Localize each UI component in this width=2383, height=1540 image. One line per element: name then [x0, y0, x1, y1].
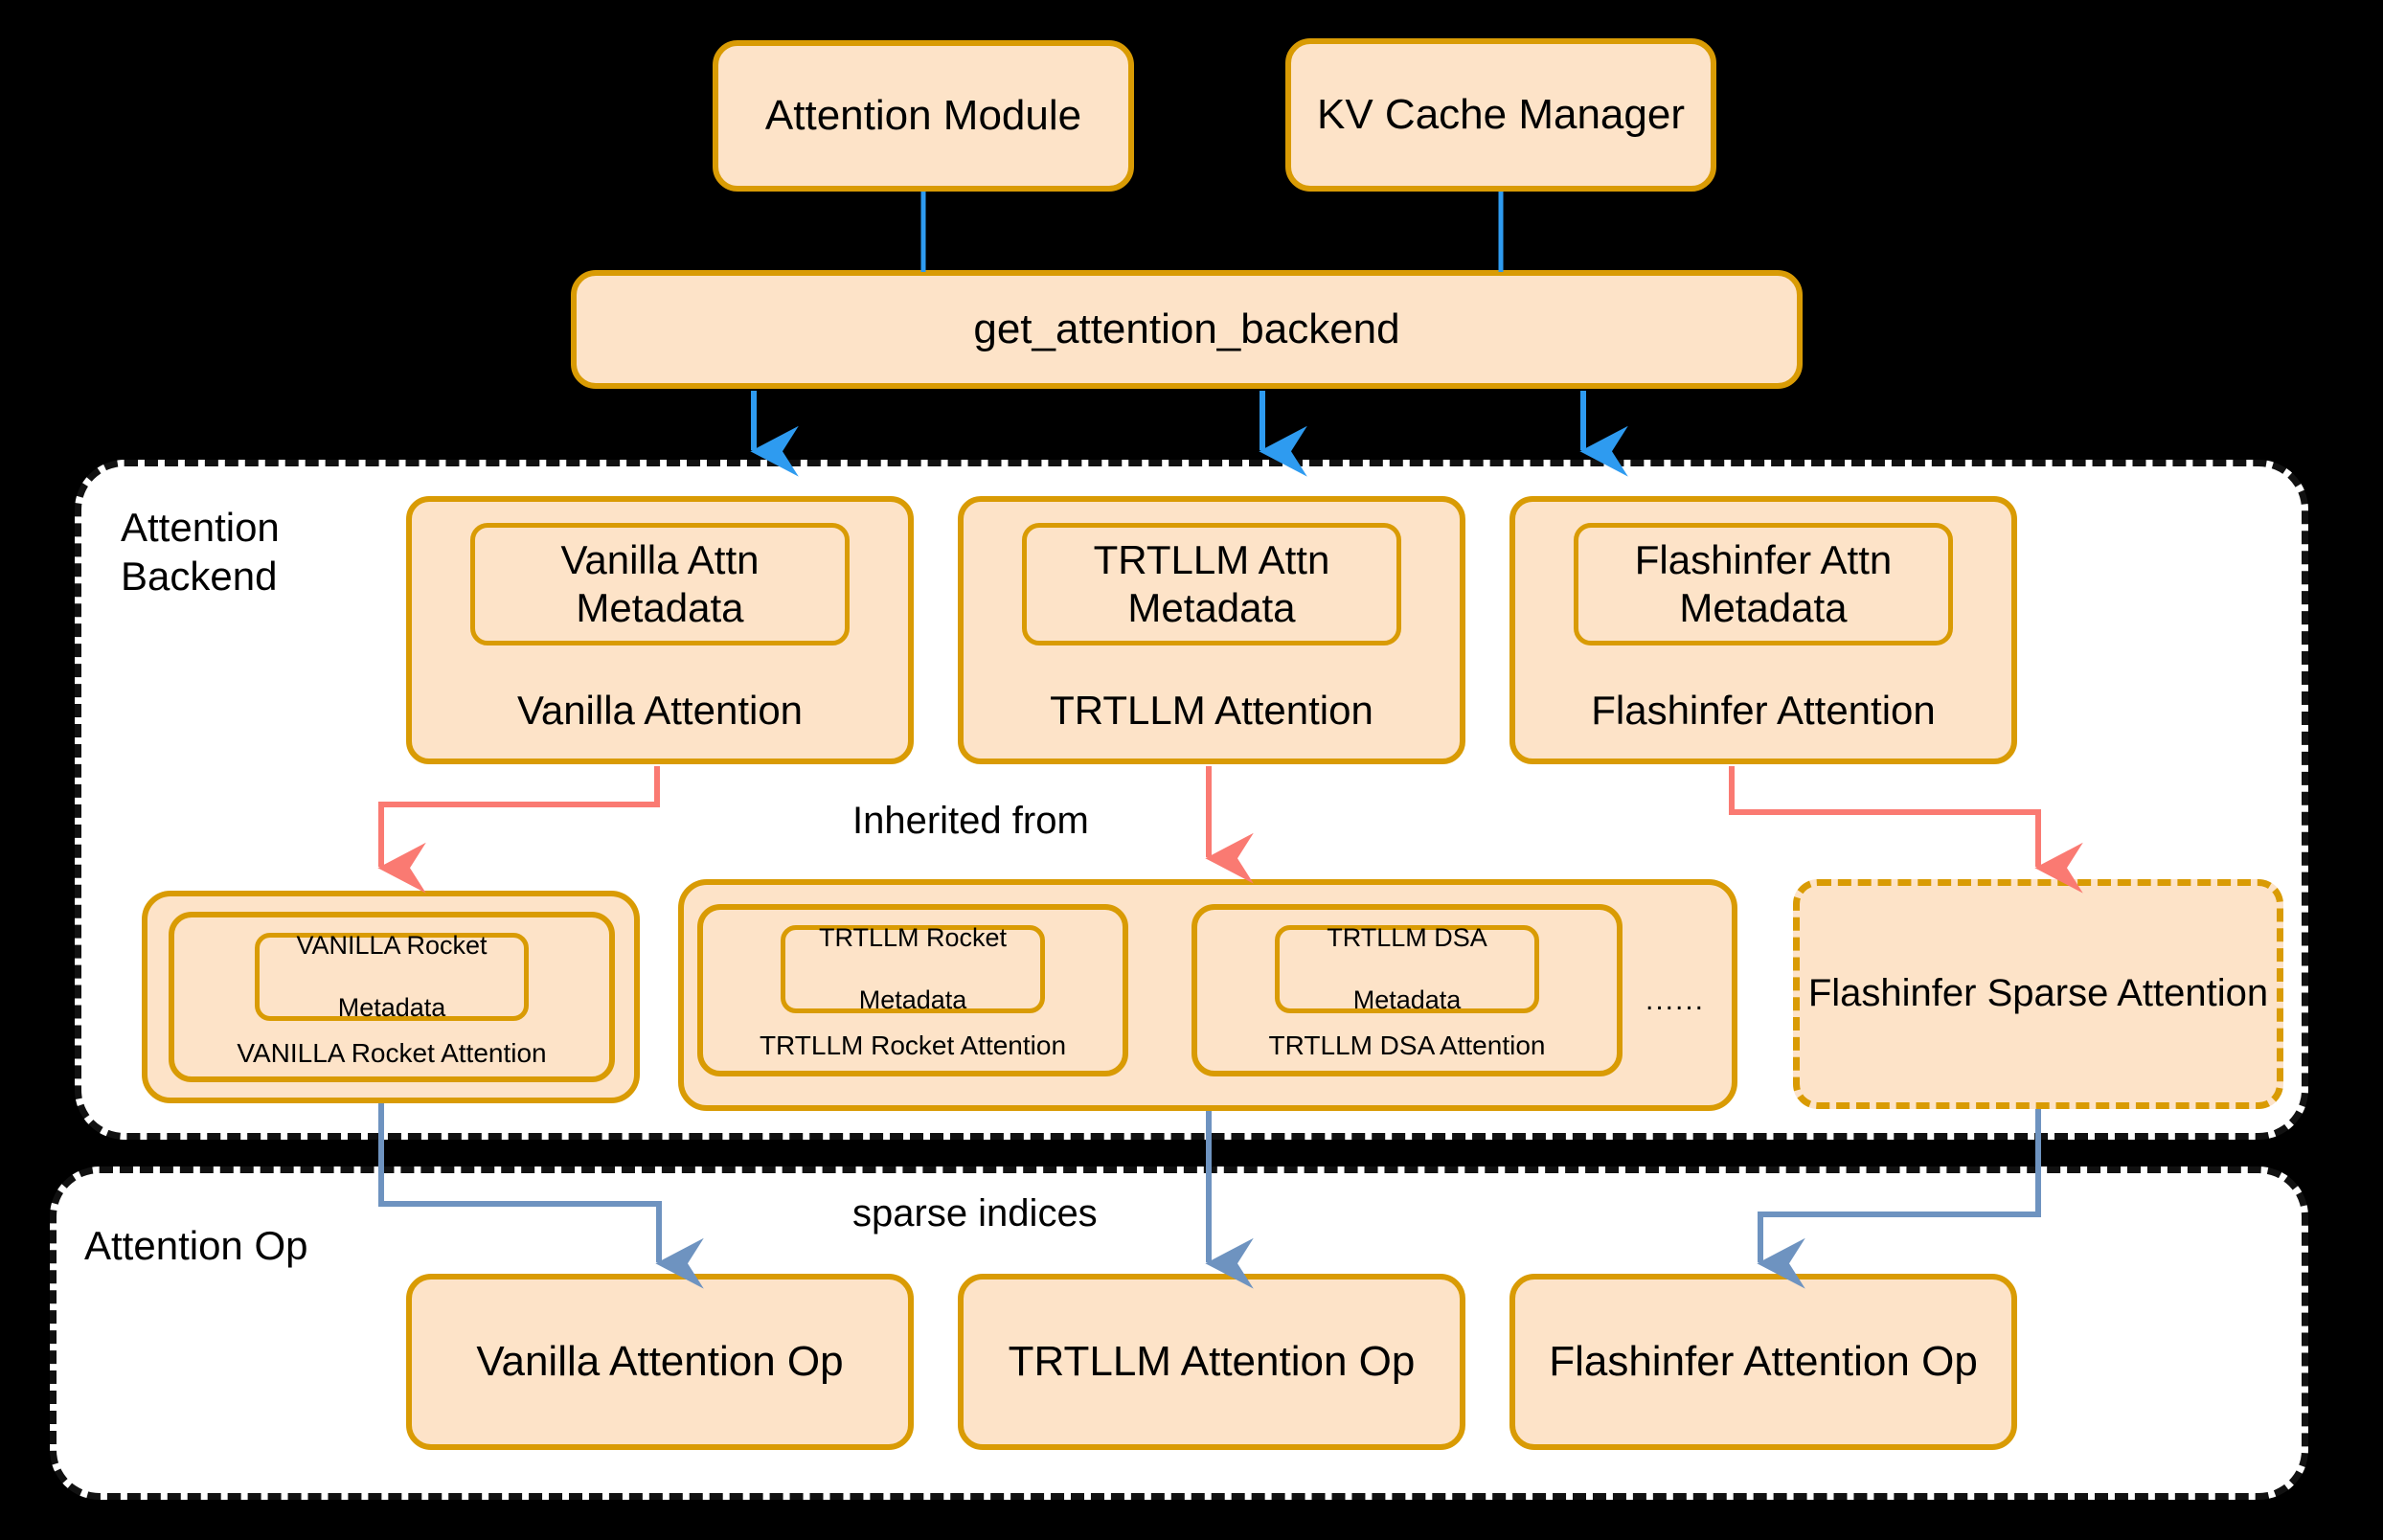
group-label-attention-op: Attention Op [84, 1223, 308, 1268]
backend-card-trtllm[interactable]: TRTLLM Attn Metadata TRTLLM Attention [958, 496, 1465, 764]
group-label-attention-backend: Attention Backend [121, 505, 280, 600]
node-kv-cache-manager-label: KV Cache Manager [1317, 91, 1685, 139]
backend-card-flashinfer[interactable]: Flashinfer Attn Metadata Flashinfer Atte… [1509, 496, 2017, 764]
node-flashinfer-attention-op-label: Flashinfer Attention Op [1549, 1338, 1978, 1386]
backend-caption-trtllm: TRTLLM Attention [1050, 688, 1373, 733]
metadata-chip-flashinfer: Flashinfer Attn Metadata [1574, 523, 1953, 645]
node-kv-cache-manager[interactable]: KV Cache Manager [1285, 38, 1716, 192]
metadata-chip-trtllm: TRTLLM Attn Metadata [1022, 523, 1401, 645]
sparse-caption-trtllm-rocket: TRTLLM Rocket Attention [759, 1030, 1067, 1060]
sparse-card-trtllm-dsa[interactable]: TRTLLM DSA Metadata TRTLLM DSA Attention [1192, 904, 1623, 1076]
sparse-caption-vanilla-rocket: VANILLA Rocket Attention [237, 1038, 547, 1068]
metadata-chip-trtllm-rocket: TRTLLM Rocket Metadata [781, 923, 1045, 1014]
edge-label-inherited-from: Inherited from [852, 800, 1089, 842]
metadata-chip-trtllm-dsa: TRTLLM DSA Metadata [1275, 923, 1539, 1014]
node-vanilla-attention-op-label: Vanilla Attention Op [476, 1338, 844, 1386]
backend-card-vanilla[interactable]: Vanilla Attn Metadata Vanilla Attention [406, 496, 914, 764]
node-flashinfer-sparse-attention[interactable]: Flashinfer Sparse Attention [1793, 879, 2283, 1109]
sparse-card-vanilla-rocket[interactable]: VANILLA Rocket Metadata VANILLA Rocket A… [169, 912, 615, 1082]
node-flashinfer-sparse-attention-label: Flashinfer Sparse Attention [1807, 972, 2269, 1015]
node-get-attention-backend-label: get_attention_backend [973, 306, 1400, 353]
sparse-group-trtllm-ellipsis: ...... [1645, 985, 1706, 1016]
node-attention-module-label: Attention Module [764, 92, 1082, 140]
node-attention-module[interactable]: Attention Module [713, 40, 1134, 192]
sparse-card-trtllm-rocket[interactable]: TRTLLM Rocket Metadata TRTLLM Rocket Att… [697, 904, 1128, 1076]
node-flashinfer-attention-op[interactable]: Flashinfer Attention Op [1509, 1274, 2017, 1450]
metadata-chip-vanilla: Vanilla Attn Metadata [470, 523, 850, 645]
metadata-chip-vanilla-rocket: VANILLA Rocket Metadata [254, 931, 529, 1022]
backend-caption-vanilla: Vanilla Attention [516, 688, 804, 733]
node-get-attention-backend[interactable]: get_attention_backend [571, 270, 1803, 389]
node-trtllm-attention-op-label: TRTLLM Attention Op [1008, 1338, 1416, 1386]
node-trtllm-attention-op[interactable]: TRTLLM Attention Op [958, 1274, 1465, 1450]
backend-caption-flashinfer: Flashinfer Attention [1591, 688, 1936, 733]
sparse-caption-trtllm-dsa: TRTLLM DSA Attention [1268, 1030, 1546, 1060]
node-vanilla-attention-op[interactable]: Vanilla Attention Op [406, 1274, 914, 1450]
edge-label-sparse-indices: sparse indices [852, 1192, 1098, 1234]
